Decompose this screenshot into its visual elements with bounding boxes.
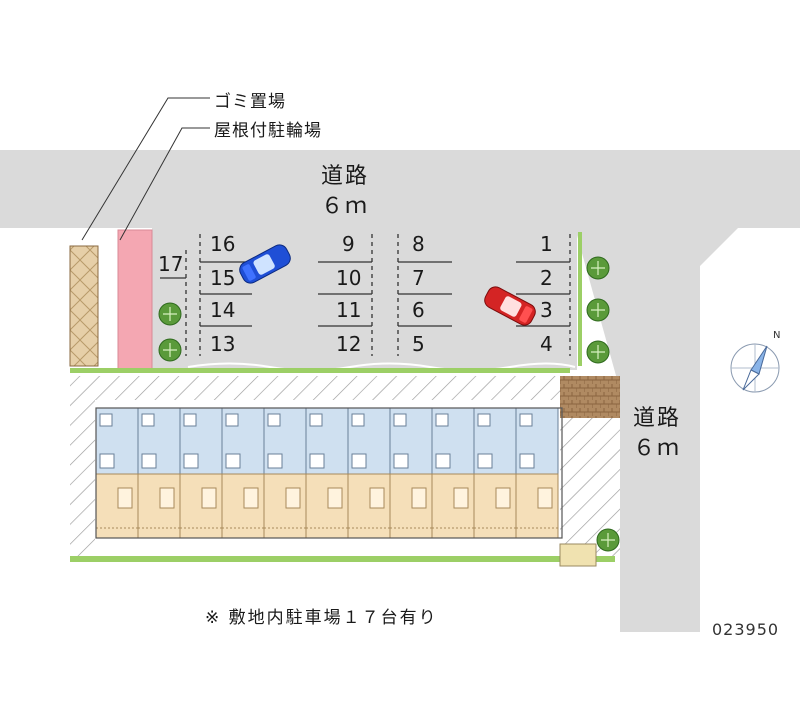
parking-note: ※ 敷地内駐車場１７台有り [205, 608, 438, 628]
unit-detail [411, 487, 427, 509]
unit-detail [435, 413, 449, 427]
unit-detail [243, 487, 259, 509]
car-pad [559, 543, 597, 567]
garbage-leader-line [81, 97, 210, 241]
parking-lines [160, 234, 571, 356]
unit-detail [117, 487, 133, 509]
car-blue [239, 244, 291, 284]
green-strip-top [70, 368, 570, 373]
unit-detail [225, 453, 241, 469]
road-right-name: 道路 [632, 406, 681, 431]
unit-detail [435, 453, 451, 469]
parking-space-10: 10 [336, 266, 362, 290]
unit-detail [183, 453, 199, 469]
green-strip-bottom [70, 556, 615, 562]
unit-detail [327, 487, 343, 509]
parking-space-11: 11 [336, 298, 362, 322]
unit-detail [519, 453, 535, 469]
unit-detail [201, 487, 217, 509]
unit-detail [99, 453, 115, 469]
tree-icon-detail [591, 345, 605, 359]
unit-detail [477, 453, 493, 469]
parking-space-12: 12 [336, 332, 362, 356]
unit-detail [453, 487, 469, 509]
unit-detail [99, 413, 113, 427]
parking-space-6: 6 [412, 298, 425, 322]
unit-detail [267, 413, 281, 427]
bike-parking-area [117, 229, 153, 371]
parking-space-17: 17 [158, 252, 184, 276]
building-outline [95, 407, 563, 539]
bike-parking-label: 屋根付駐輪場 [214, 121, 322, 141]
car-red [484, 286, 536, 326]
unit-detail [351, 453, 367, 469]
garbage-area [69, 245, 99, 367]
svg-text:N: N [773, 330, 780, 341]
parking-space-9: 9 [342, 232, 355, 256]
tree-icon-detail [601, 533, 615, 547]
unit-detail [141, 453, 157, 469]
garbage-label: ゴミ置場 [214, 92, 286, 112]
tree-icon-detail [591, 261, 605, 275]
parking-space-3: 3 [540, 298, 553, 322]
north-compass-icon: N [730, 330, 780, 393]
unit-detail [495, 487, 511, 509]
parking-space-14: 14 [210, 298, 236, 322]
unit-detail [519, 413, 533, 427]
apartment-building [95, 407, 563, 539]
unit-detail [351, 413, 365, 427]
road-top-width: ６ｍ [320, 194, 369, 219]
unit-detail [309, 413, 323, 427]
unit-detail [183, 413, 197, 427]
tree-icon-detail [163, 307, 177, 321]
tree-icon-detail [591, 303, 605, 317]
parking-space-7: 7 [412, 266, 425, 290]
unit-detail [369, 487, 385, 509]
parking-space-15: 15 [210, 266, 236, 290]
road-top-name: 道路 [320, 164, 369, 189]
unit-detail [267, 453, 283, 469]
unit-detail [309, 453, 325, 469]
tree-icon-detail [163, 343, 177, 357]
parking-space-4: 4 [540, 332, 553, 356]
brick-area [560, 376, 620, 418]
unit-detail [285, 487, 301, 509]
parking-space-8: 8 [412, 232, 425, 256]
unit-detail [225, 413, 239, 427]
unit-detail [159, 487, 175, 509]
unit-detail [141, 413, 155, 427]
road-right-width: ６ｍ [632, 436, 681, 461]
parking-space-2: 2 [540, 266, 553, 290]
property-code: 023950 [712, 620, 780, 639]
trees [158, 256, 620, 552]
parking-space-16: 16 [210, 232, 236, 256]
parking-space-5: 5 [412, 332, 425, 356]
green-strip-right [578, 232, 582, 366]
parking-space-1: 1 [540, 232, 553, 256]
unit-detail [393, 453, 409, 469]
parking-space-13: 13 [210, 332, 236, 356]
bike-leader-line [119, 127, 210, 241]
unit-detail [393, 413, 407, 427]
unit-detail [477, 413, 491, 427]
unit-detail [537, 487, 553, 509]
